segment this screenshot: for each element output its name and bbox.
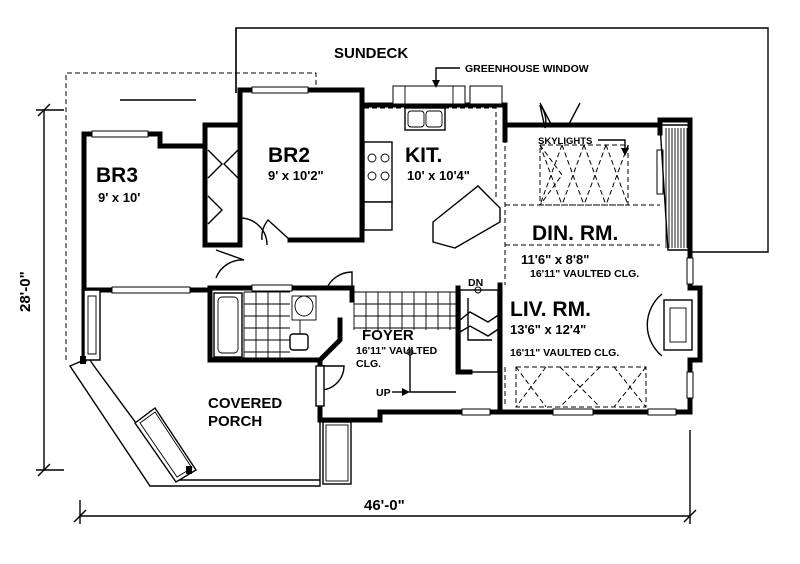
leader-lines	[392, 67, 629, 396]
living-size: 13'6" x 12'4"	[510, 322, 586, 337]
greenhouse-window-label: GREENHOUSE WINDOW	[465, 63, 589, 75]
kitchen-name: KIT.	[405, 144, 442, 167]
dimension-lines	[36, 103, 697, 524]
br3-size: 9' x 10'	[98, 190, 140, 205]
living-ceiling: 16'11" VAULTED CLG.	[510, 347, 619, 359]
kitchen-fixtures	[363, 107, 501, 249]
covered-porch	[68, 289, 352, 487]
foyer-tile-grid	[353, 291, 458, 330]
dining-name: DIN. RM.	[532, 222, 618, 245]
bath-fixtures	[213, 292, 317, 358]
porch-label-1: COVERED	[208, 395, 282, 412]
stairs-down-label: DN	[468, 277, 483, 289]
living-name: LIV. RM.	[510, 298, 591, 321]
overhang-line	[65, 72, 317, 360]
doors	[207, 102, 693, 407]
sundeck-label: SUNDECK	[334, 45, 408, 62]
foyer-ceiling-2: CLG.	[356, 358, 381, 370]
depth-dimension: 28'-0"	[17, 271, 34, 312]
dining-size: 11'6" x 8'8"	[521, 252, 589, 267]
bath-tile-grid	[243, 291, 290, 358]
skylights	[504, 130, 660, 408]
br2-size: 9' x 10'2"	[268, 168, 324, 183]
br3-name: BR3	[96, 164, 138, 187]
stairs	[406, 286, 501, 393]
dining-ceiling: 16'11" VAULTED CLG.	[530, 268, 639, 280]
deck-hatch	[659, 124, 691, 251]
br2-name: BR2	[268, 144, 310, 167]
stairs-up-label: UP	[376, 387, 391, 399]
porch-label-2: PORCH	[208, 413, 262, 430]
windows	[91, 85, 694, 416]
foyer-ceiling-1: 16'11" VAULTED	[356, 345, 438, 357]
sundeck	[235, 27, 769, 253]
foyer-name: FOYER	[362, 327, 414, 344]
skylights-label: SKYLIGHTS	[538, 136, 592, 147]
deck-hatching	[665, 128, 688, 248]
width-dimension: 46'-0"	[364, 497, 405, 514]
kitchen-size: 10' x 10'4"	[407, 168, 470, 183]
